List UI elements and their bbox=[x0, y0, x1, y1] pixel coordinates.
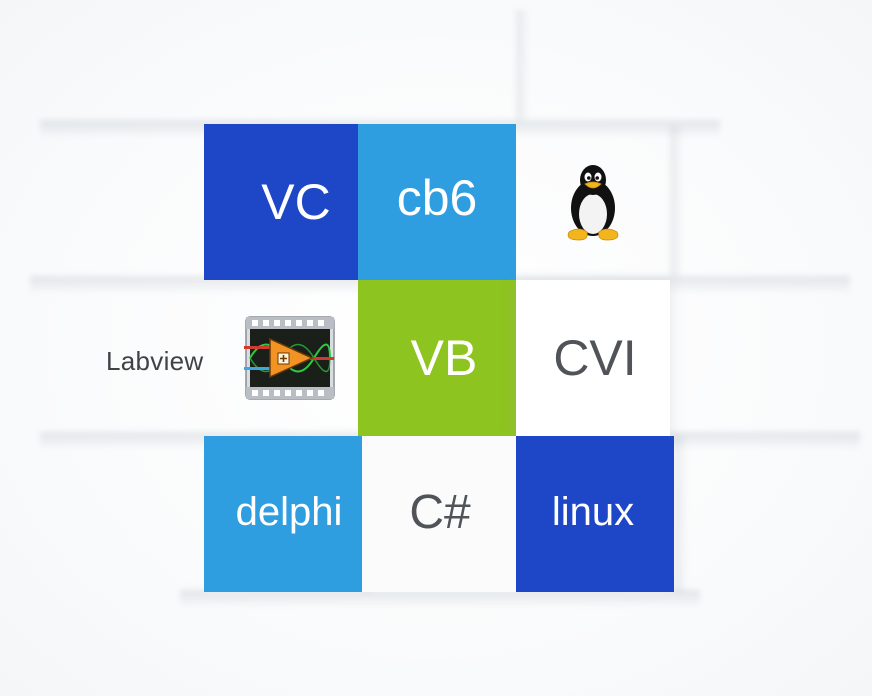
tile-linux[interactable]: linux bbox=[516, 436, 674, 592]
tile-labview[interactable] bbox=[204, 280, 358, 436]
column-shadow bbox=[674, 436, 688, 592]
tile-delphi-label: delphi bbox=[235, 490, 343, 534]
row-shadow bbox=[180, 590, 700, 608]
labview-logo-icon bbox=[244, 316, 335, 400]
tile-vc-label: VC bbox=[261, 174, 331, 230]
tile-csharp[interactable]: C# bbox=[362, 436, 516, 592]
tile-linux-label: linux bbox=[551, 490, 635, 534]
tile-cb6[interactable]: cb6 bbox=[358, 124, 516, 280]
tile-cvi[interactable]: CVI bbox=[516, 280, 670, 436]
tile-csharp-label: C# bbox=[409, 486, 471, 539]
tile-vb-label: VB bbox=[410, 330, 478, 386]
tile-cvi-label: CVI bbox=[553, 330, 637, 386]
tile-cb6-label: cb6 bbox=[396, 170, 478, 226]
tile-vb[interactable]: VB bbox=[358, 280, 516, 436]
tile-linux-logo[interactable] bbox=[516, 124, 670, 280]
column-shadow bbox=[670, 126, 684, 276]
tux-penguin-icon bbox=[567, 165, 619, 241]
tile-delphi[interactable]: delphi bbox=[204, 436, 362, 592]
tile-vc[interactable]: VC bbox=[204, 124, 358, 280]
labview-label: Labview bbox=[106, 346, 204, 376]
column-shadow bbox=[516, 10, 530, 120]
